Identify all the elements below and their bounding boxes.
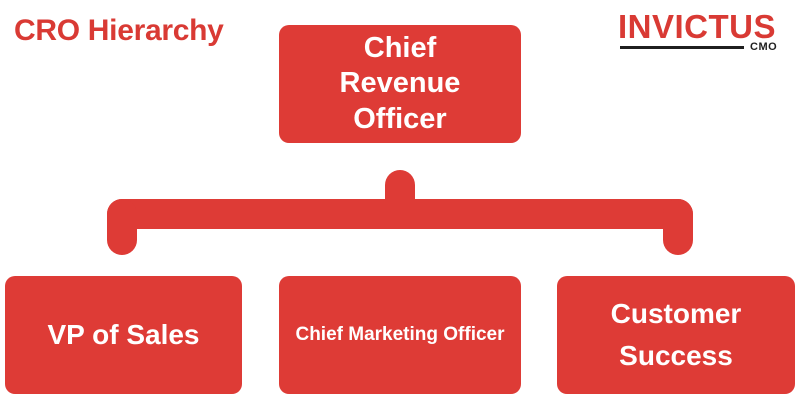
invictus-cmo-logo: INVICTUS CMO: [618, 10, 788, 60]
node-vp-of-sales: VP of Sales: [5, 276, 242, 394]
node-customer-success: Customer Success: [557, 276, 795, 394]
node-label: Chief Revenue Officer: [339, 31, 461, 135]
logo-wordmark: INVICTUS: [618, 8, 777, 45]
page-title: CRO Hierarchy: [14, 14, 224, 47]
node-chief-revenue-officer: Chief Revenue Officer: [279, 25, 521, 143]
logo-subtitle: CMO: [750, 41, 778, 53]
node-label: VP of Sales: [47, 319, 200, 350]
logo-underline: [620, 46, 744, 49]
node-chief-marketing-officer: Chief Marketing Officer: [279, 276, 521, 394]
node-label: Customer Success: [610, 298, 742, 371]
node-label: Chief Marketing Officer: [295, 324, 505, 345]
